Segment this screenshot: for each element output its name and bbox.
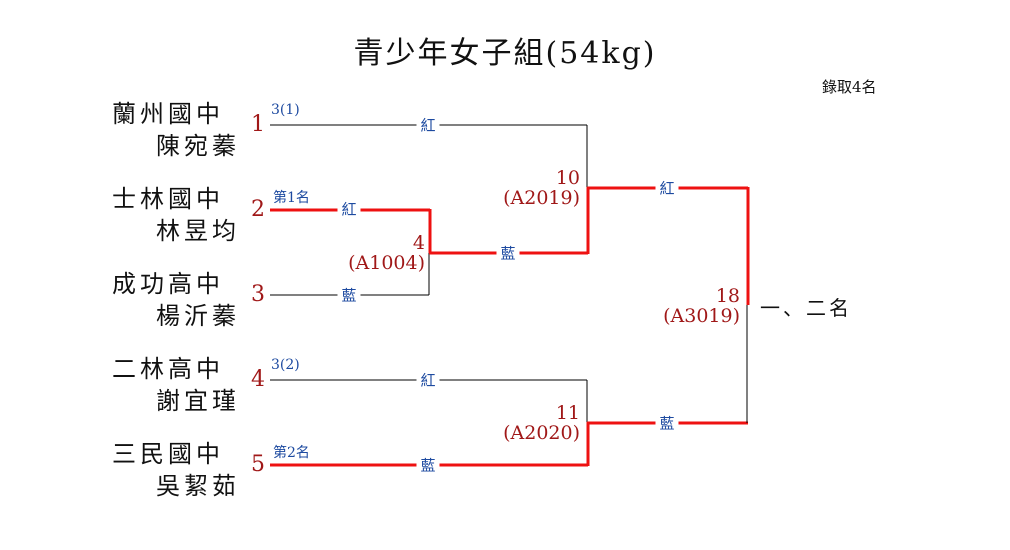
match-10-code: (A2019) [503, 187, 580, 209]
corner-label-match-10: 紅 [655, 177, 679, 199]
entry-3-school: 成功高中 [112, 270, 224, 298]
entry-4-seed: 4 [251, 367, 265, 392]
corner-label-match-11: 藍 [655, 412, 679, 434]
match-11-code: (A2020) [503, 422, 580, 444]
corner-label-match-4: 藍 [496, 242, 520, 264]
match-11-label: 11 (A2020) [503, 403, 580, 443]
entry-3-name: 楊沂蓁 [156, 302, 240, 330]
corner-label-seed-4: 紅 [416, 369, 440, 391]
entry-2-seed: 2 [251, 197, 265, 222]
entry-1-note: 3(1) [271, 102, 300, 118]
entry-4-school: 二林高中 [112, 355, 224, 383]
match-18-label: 18 (A3019) [663, 286, 740, 326]
corner-label-seed-3: 藍 [337, 284, 361, 306]
final-placement-label: 一、二名 [760, 296, 852, 320]
entry-5-name: 吳絜茹 [156, 472, 240, 500]
entry-1-seed: 1 [251, 112, 265, 137]
entry-2-name: 林昱均 [156, 217, 240, 245]
match-4-label: 4 (A1004) [348, 233, 425, 273]
entry-4-note: 3(2) [271, 357, 300, 373]
match-11-number: 11 [555, 402, 580, 424]
entry-1-name: 陳宛蓁 [156, 132, 240, 160]
quota-label: 錄取4名 [822, 78, 877, 96]
entry-4-name: 謝宜瑾 [156, 387, 240, 415]
entry-5-school: 三民國中 [112, 440, 224, 468]
entry-2-school: 士林國中 [112, 185, 224, 213]
corner-label-seed-5: 藍 [416, 454, 440, 476]
match-4-number: 4 [412, 232, 425, 254]
match-10-label: 10 (A2019) [503, 168, 580, 208]
corner-label-seed-2: 紅 [337, 198, 361, 220]
match-18-number: 18 [715, 285, 740, 307]
entry-2-note: 第1名 [273, 190, 310, 206]
match-10-number: 10 [555, 167, 580, 189]
entry-5-seed: 5 [251, 452, 265, 477]
corner-label-seed-1: 紅 [416, 114, 440, 136]
entry-3-seed: 3 [251, 282, 265, 307]
entry-1-school: 蘭州國中 [112, 100, 224, 128]
match-4-code: (A1004) [348, 252, 425, 274]
match-18-code: (A3019) [663, 305, 740, 327]
entry-5-note: 第2名 [273, 445, 310, 461]
bracket-title: 青少年女子組(54kg) [353, 36, 657, 71]
